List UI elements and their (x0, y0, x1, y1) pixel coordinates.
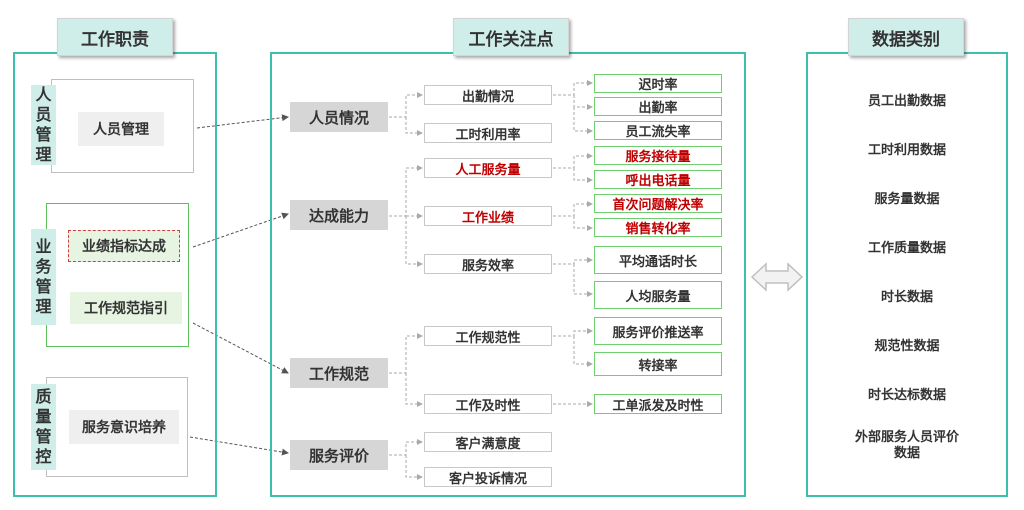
data-category-attendance: 员工出勤数据 (867, 94, 946, 109)
item-personnel-management: 人员管理 (78, 112, 164, 146)
middle-panel-title: 工作关注点 (453, 18, 569, 56)
arrow-norm (192, 322, 289, 374)
data-category-work-quality: 工作质量数据 (867, 241, 946, 256)
arrow-personnel (196, 114, 289, 129)
node-work-performance: 工作业绩 (424, 206, 552, 226)
data-category-duration-compliance: 时长达标数据 (867, 388, 946, 403)
node-work-timeliness: 工作及时性 (424, 394, 552, 414)
category-service-eval: 服务评价 (290, 440, 388, 470)
group-label-business: 业 务 管 理 (31, 229, 56, 325)
leaf-per-capita-service: 人均服务量 (594, 281, 722, 309)
category-norm: 工作规范 (290, 358, 388, 388)
arrow-performance (192, 212, 289, 248)
data-category-service-volume: 服务量数据 (874, 192, 940, 207)
category-achievement: 达成能力 (290, 200, 388, 230)
group-label-personnel: 人 员 管 理 (31, 85, 56, 165)
data-category-duration: 时长数据 (880, 290, 933, 305)
leaf-avg-call-duration: 平均通话时长 (594, 246, 722, 274)
right-panel-title: 数据类别 (848, 18, 964, 56)
node-customer-satisfaction: 客户满意度 (424, 432, 552, 452)
item-work-norm-guide: 工作规范指引 (70, 292, 182, 324)
group-box-business (46, 203, 189, 347)
data-category-work-util: 工时利用数据 (867, 143, 946, 158)
node-attendance: 出勤情况 (424, 85, 552, 105)
leaf-transfer-rate: 转接率 (594, 352, 722, 376)
leaf-outbound-calls: 呼出电话量 (594, 170, 722, 189)
group-label-quality: 质 量 管 控 (31, 384, 56, 470)
leaf-eval-push-rate: 服务评价推送率 (594, 317, 722, 345)
leaf-attendance-rate: 出勤率 (594, 97, 722, 116)
leaf-sales-conversion: 销售转化率 (594, 218, 722, 237)
category-personnel: 人员情况 (290, 102, 388, 132)
item-service-awareness: 服务意识培养 (69, 410, 179, 444)
leaf-late-rate: 迟时率 (594, 74, 722, 93)
double-arrow-icon (750, 262, 804, 292)
data-category-external-eval: 外部服务人员评价 数据 (854, 430, 959, 461)
left-panel-title: 工作职责 (57, 18, 173, 56)
node-work-normativity: 工作规范性 (424, 326, 552, 346)
node-manual-service: 人工服务量 (424, 158, 552, 178)
node-service-efficiency: 服务效率 (424, 254, 552, 274)
data-category-normativity: 规范性数据 (874, 339, 940, 354)
node-customer-complaint: 客户投诉情况 (424, 467, 552, 487)
node-work-utilization: 工时利用率 (424, 123, 552, 143)
leaf-service-reception: 服务接待量 (594, 146, 722, 165)
leaf-turnover-rate: 员工流失率 (594, 121, 722, 140)
leaf-ticket-timeliness: 工单派发及时性 (594, 394, 722, 414)
item-performance-target: 业绩指标达成 (68, 230, 180, 262)
leaf-first-contact-resolution: 首次问题解决率 (594, 194, 722, 213)
